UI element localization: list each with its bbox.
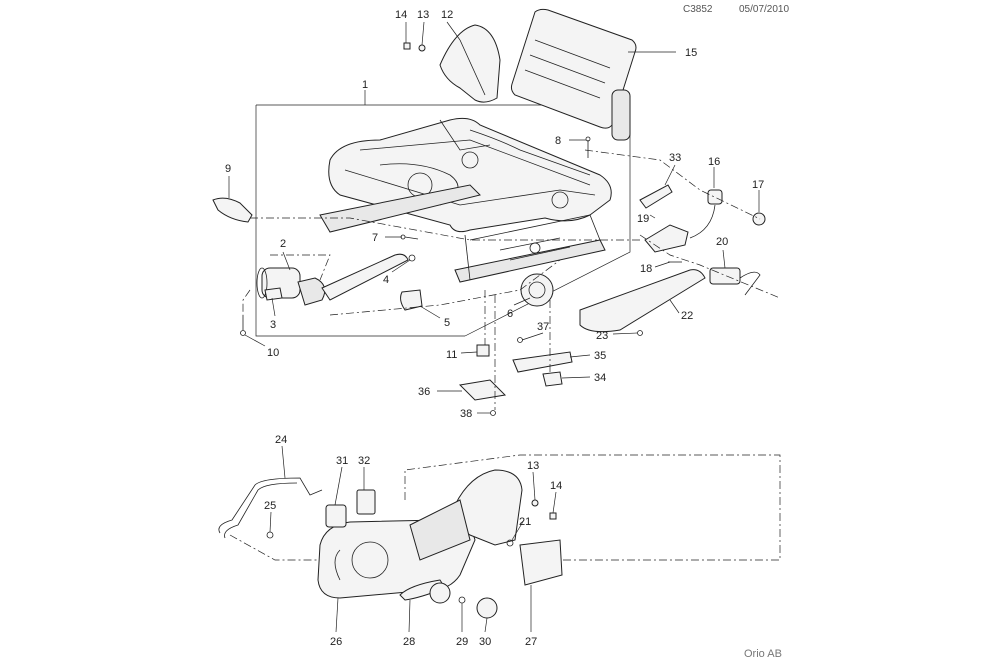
callout-24: 24 — [275, 434, 287, 446]
part-switch-31 — [325, 504, 347, 528]
part-screw-7 — [400, 234, 419, 240]
callout-9: 9 — [225, 163, 231, 175]
callout-25: 25 — [264, 500, 276, 512]
part-cap-30 — [476, 597, 498, 619]
callout-7: 7 — [372, 232, 378, 244]
part-rail-34 — [542, 371, 563, 387]
part-bolt-14-top — [403, 42, 411, 50]
part-rail-35 — [512, 351, 573, 373]
callout-27: 27 — [525, 636, 537, 648]
callout-2: 2 — [280, 238, 286, 250]
part-bracket-3 — [264, 287, 283, 301]
callout-20: 20 — [716, 236, 728, 248]
part-washer-13-top — [418, 44, 426, 52]
callout-22: 22 — [681, 310, 693, 322]
part-screw-38 — [490, 410, 496, 416]
part-bracket-33 — [639, 184, 673, 209]
callout-numbers: 14 13 12 15 1 8 33 16 9 17 19 7 20 2 18 … — [225, 9, 764, 648]
callout-36: 36 — [418, 386, 430, 398]
part-block-11 — [476, 344, 490, 357]
callout-35: 35 — [594, 350, 606, 362]
part-connector-16 — [689, 189, 723, 239]
callout-3: 3 — [270, 319, 276, 331]
callout-10: 10 — [267, 347, 279, 359]
callout-33: 33 — [669, 152, 681, 164]
callout-14-lower: 14 — [550, 480, 562, 492]
part-switch-32 — [356, 489, 376, 515]
callout-8: 8 — [555, 135, 561, 147]
callout-26: 26 — [330, 636, 342, 648]
part-screw-21 — [506, 539, 514, 547]
drawing-code: C3852 — [683, 4, 713, 15]
part-cover-27 — [519, 539, 563, 586]
part-gear-6 — [520, 273, 554, 307]
callout-13-lower: 13 — [527, 460, 539, 472]
part-clip-5 — [400, 289, 423, 311]
part-plate-36 — [458, 379, 507, 401]
part-washer-13-lower — [531, 499, 539, 507]
leader-lines — [228, 21, 760, 633]
callout-16: 16 — [708, 156, 720, 168]
copyright-label: Orio AB — [744, 648, 782, 660]
callout-13-top: 13 — [417, 9, 429, 21]
callout-15: 15 — [685, 47, 697, 59]
callout-19: 19 — [637, 213, 649, 225]
part-cap-17 — [752, 212, 766, 226]
callout-4: 4 — [383, 274, 389, 286]
assembly-lines-upper — [242, 149, 781, 410]
callout-38: 38 — [460, 408, 472, 420]
callout-18: 18 — [640, 263, 652, 275]
callout-14-top: 14 — [395, 9, 407, 21]
callout-1: 1 — [362, 79, 368, 91]
part-hinge-cover-12 — [439, 24, 501, 103]
callout-31: 31 — [336, 455, 348, 467]
part-hinge-cover-21 — [409, 469, 523, 561]
part-knob-29 — [429, 582, 466, 604]
part-screw-8 — [585, 136, 591, 158]
part-link-arm — [321, 253, 416, 301]
part-screw-23 — [637, 330, 643, 336]
part-screw-37 — [517, 337, 523, 343]
part-clip-25 — [266, 531, 274, 539]
part-screw-10 — [240, 315, 246, 336]
seat-frame-assembly — [319, 117, 612, 283]
callout-23: 23 — [596, 330, 608, 342]
callout-17: 17 — [752, 179, 764, 191]
callout-5: 5 — [444, 317, 450, 329]
part-wiring-24 — [218, 477, 323, 539]
part-bracket-19 — [644, 224, 689, 253]
callout-12: 12 — [441, 9, 453, 21]
callout-34: 34 — [594, 372, 606, 384]
callout-29: 29 — [456, 636, 468, 648]
callout-30: 30 — [479, 636, 491, 648]
part-bolt-14-lower — [549, 512, 557, 520]
callout-28: 28 — [403, 636, 415, 648]
callout-32: 32 — [358, 455, 370, 467]
callout-11: 11 — [446, 349, 457, 361]
callout-21: 21 — [519, 516, 531, 528]
callout-37: 37 — [537, 321, 549, 333]
callout-6: 6 — [507, 308, 513, 320]
part-side-cover-9 — [212, 197, 253, 223]
drawing-date: 05/07/2010 — [739, 4, 790, 15]
part-side-trim-22 — [579, 269, 706, 333]
part-back-panel-15 — [510, 8, 637, 141]
